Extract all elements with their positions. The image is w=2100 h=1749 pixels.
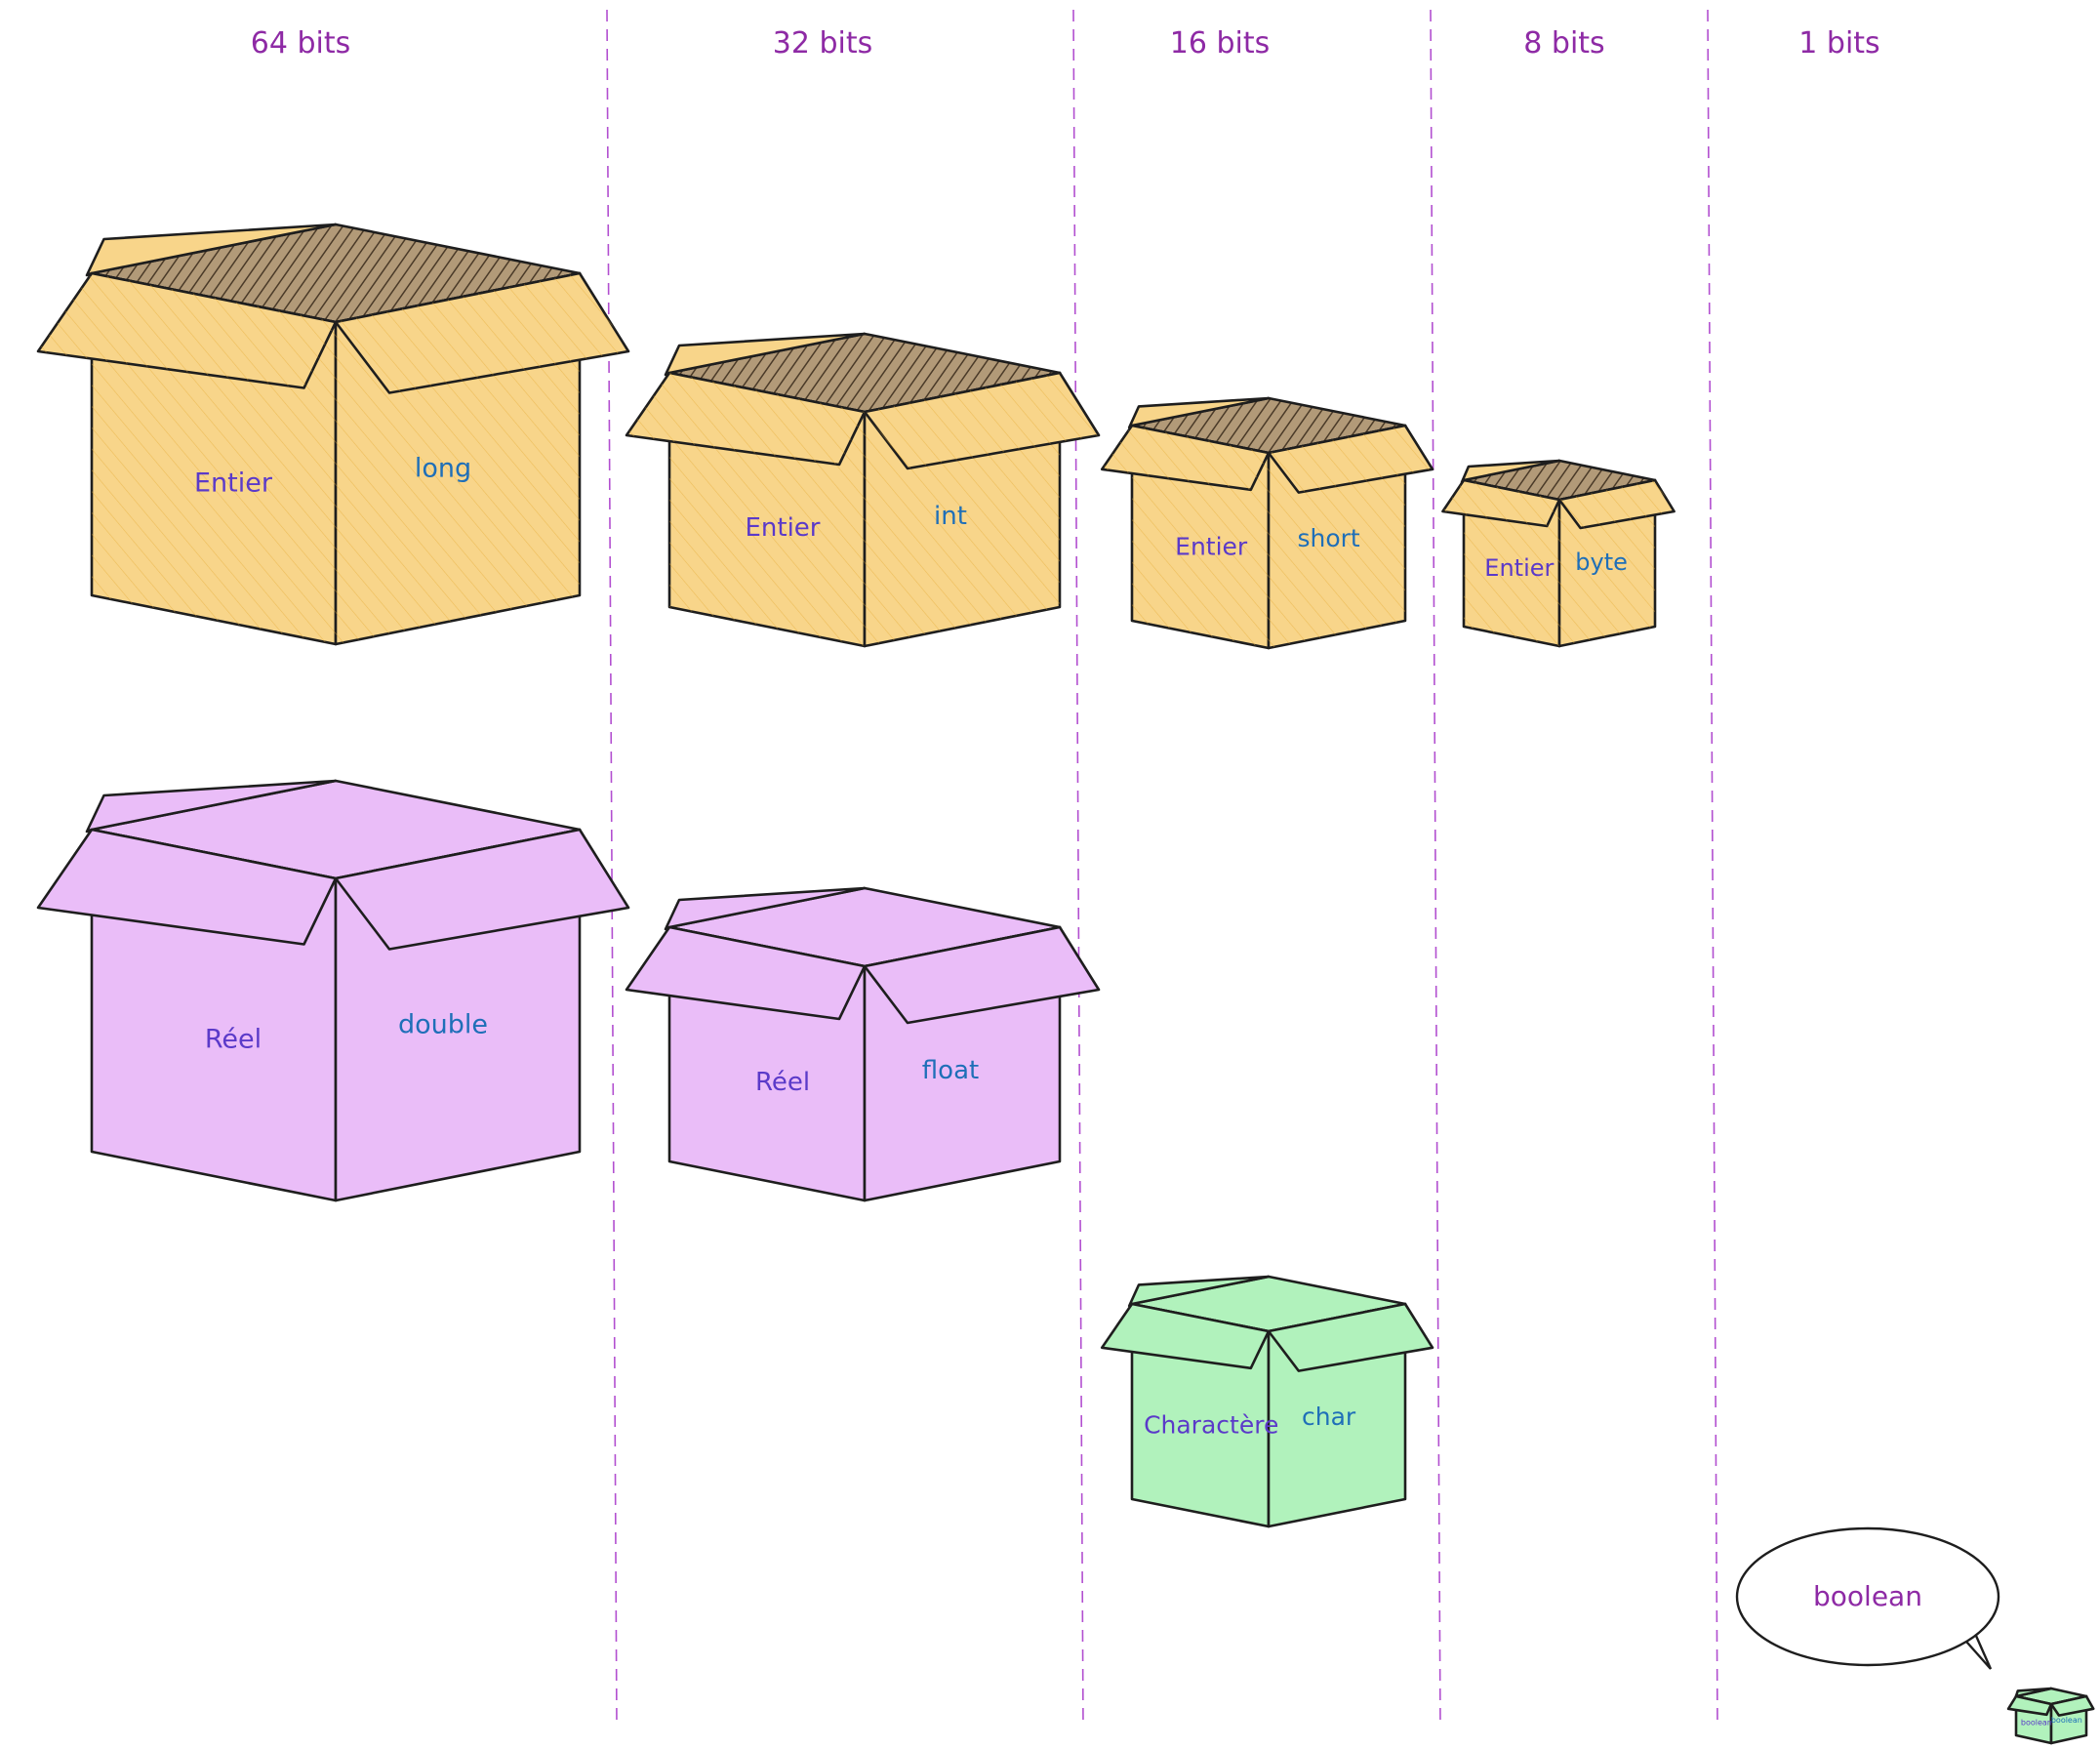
box-flap-shading: [1559, 480, 1675, 528]
box-long: Entier long: [36, 223, 630, 646]
box-byte: Entier byte: [1441, 459, 1676, 648]
box-flap-shading: [1442, 480, 1559, 526]
box-type-label: double: [398, 1009, 488, 1039]
box-front-right-flap: [334, 828, 630, 951]
box-type-label: short: [1297, 524, 1359, 552]
column-header: 16 bits: [1170, 26, 1270, 61]
column-header: 64 bits: [251, 26, 350, 61]
box-kind-label: Réel: [755, 1068, 810, 1097]
box-kind-label: boolean: [2021, 1719, 2052, 1728]
box-front-right-flap: [1267, 1302, 1434, 1372]
box-double: Réel double: [36, 779, 630, 1202]
box-front-left-flap: [625, 925, 867, 1021]
bubble-body: [1735, 1526, 2000, 1667]
boolean-speech-bubble: boolean: [1735, 1526, 2000, 1670]
box-type-label: long: [415, 453, 471, 483]
column-divider: [1430, 9, 1441, 1729]
box-kind-label: Entier: [1175, 532, 1248, 560]
box-type-label: char: [1302, 1403, 1356, 1431]
box-kind-label: Charactère: [1144, 1410, 1278, 1439]
column-divider: [1072, 9, 1084, 1729]
column-divider: [1707, 9, 1718, 1729]
box-back-flap: [85, 223, 338, 277]
box-int: Entier int: [625, 332, 1101, 648]
box-front-right-flap: [863, 925, 1101, 1025]
box-front-left-flap: [1100, 1302, 1271, 1370]
box-kind-label: Entier: [745, 513, 820, 543]
box-back-flap: [664, 886, 867, 931]
box-flap-shading: [626, 373, 865, 465]
column-header: 32 bits: [773, 26, 872, 61]
box-type-label: float: [922, 1056, 979, 1085]
box-flap-shading: [865, 373, 1099, 468]
box-type-label: boolean: [2051, 1716, 2082, 1725]
box-flap-shading: [336, 273, 628, 393]
box-char: Charactère char: [1100, 1275, 1434, 1528]
box-kind-label: Entier: [1484, 554, 1554, 582]
column-divider: [606, 9, 618, 1729]
column-header: 1 bits: [1798, 26, 1879, 61]
box-front-left-flap: [36, 828, 338, 946]
box-front-right-flap: [2049, 1694, 2095, 1717]
box-type-label: byte: [1575, 549, 1628, 576]
column-header: 8 bits: [1523, 26, 1604, 61]
box-back-flap: [85, 779, 338, 834]
box-short: Entier short: [1100, 396, 1434, 650]
box-kind-label: Réel: [205, 1024, 262, 1054]
box-front-left-flap: [2006, 1694, 2053, 1717]
box-flap-shading: [1269, 426, 1433, 493]
box-type-label: int: [934, 502, 967, 531]
box-flap-shading: [38, 273, 336, 388]
box-flap-shading: [1102, 426, 1269, 490]
bubble-text: boolean: [1813, 1580, 1922, 1612]
box-back-flap: [664, 332, 867, 377]
box-float: Réel float: [625, 886, 1101, 1202]
box-kind-label: Entier: [194, 468, 273, 498]
